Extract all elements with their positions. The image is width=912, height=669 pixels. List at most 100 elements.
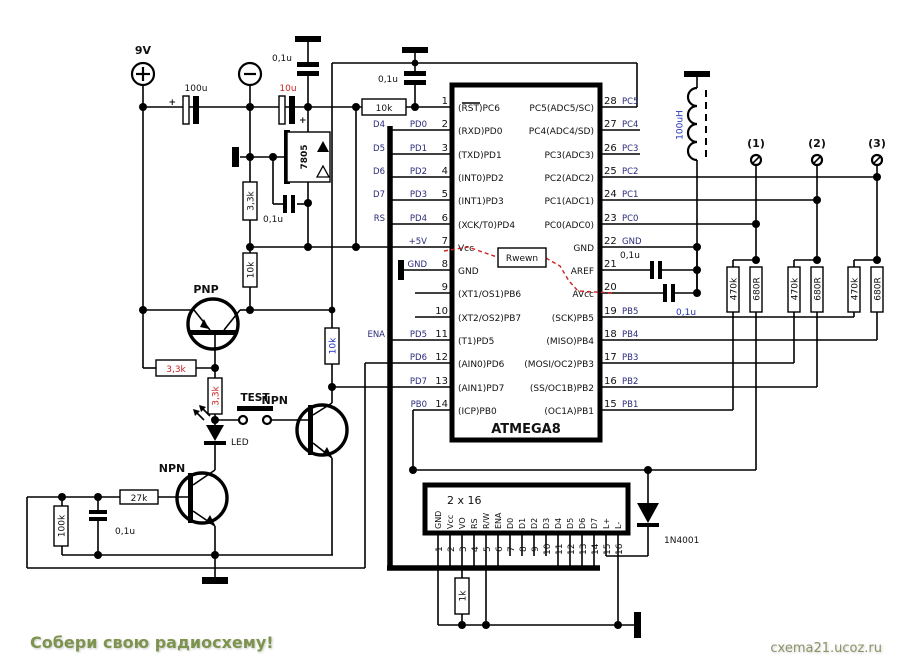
svg-text:8: 8 — [519, 546, 529, 552]
pin-number: 22 — [604, 236, 617, 247]
cap-100u-polarity: + — [168, 98, 176, 108]
cap-avcc-label: 0,1u — [676, 308, 696, 318]
svg-text:D6: D6 — [578, 518, 587, 529]
svg-text:7: 7 — [507, 546, 517, 552]
resistor-div-bot — [242, 252, 258, 288]
pin-number: 5 — [442, 189, 448, 200]
npn-emitter-arrow-icon — [322, 447, 332, 457]
svg-text:4: 4 — [471, 546, 481, 552]
svg-text:1: 1 — [435, 546, 445, 552]
led-label: LED — [231, 438, 249, 448]
svg-text:9: 9 — [531, 546, 541, 552]
ground-bar-icon — [634, 612, 641, 638]
pin-number: 7 — [442, 236, 448, 247]
pin-net-label: GND — [408, 260, 428, 270]
pin-inner-label: (RST)PC6 — [458, 104, 500, 114]
pin-number: 21 — [604, 259, 617, 270]
cap-5v-top-label: 0,1u — [272, 54, 292, 64]
pin-inner-label: (XT1/OS1)PB6 — [458, 290, 521, 300]
probe-connectors[interactable]: (1) (2) (3) — [747, 137, 886, 167]
diode-label: 1N4001 — [664, 536, 699, 546]
ground-bar-icon — [202, 577, 228, 584]
resistor-rst-pullup-label: 10k — [376, 104, 393, 114]
pin-inner-label: (RXD)PD0 — [458, 127, 503, 137]
npn-right-label: NPN — [262, 394, 288, 407]
pin-number: 10 — [435, 306, 448, 317]
connector-1-terminal[interactable] — [749, 153, 763, 167]
svg-text:RS: RS — [470, 518, 479, 529]
led-ray-icon — [199, 405, 206, 412]
pin-net-label: PB1 — [622, 400, 638, 410]
pin-number: 2 — [442, 119, 448, 130]
battery-voltage-label: 9V — [135, 44, 152, 57]
cap-out-label: 0,1u — [263, 215, 283, 225]
resistor-led-series — [207, 377, 223, 415]
resistor-470k-label: 470k — [791, 277, 801, 300]
svg-text:D4: D4 — [554, 518, 563, 529]
svg-text:D5: D5 — [566, 518, 575, 529]
lcd-pin-labels: GND Vcc VO RS R/W ENA D0 D1 D2 D3 D4 D5 … — [434, 511, 623, 529]
pin-inner-label: GND — [573, 244, 594, 254]
pin-net-label: PD1 — [410, 144, 427, 154]
pin-number: 23 — [604, 213, 617, 224]
pin-number: 3 — [442, 143, 448, 154]
regulator-label: 7805 — [300, 144, 310, 169]
svg-text:D2: D2 — [530, 518, 539, 529]
pin-number: 25 — [604, 166, 617, 177]
resistor-680r-label: 680R — [753, 277, 763, 300]
connector-3-terminal[interactable] — [870, 153, 884, 167]
test-button-terminal[interactable] — [261, 414, 273, 426]
pin-inner-label: (XCK/T0)PD4 — [458, 221, 515, 231]
resistor-rst-pullup — [361, 98, 407, 116]
pin-net-label: PB4 — [622, 330, 638, 340]
inductor-label: 100uH — [676, 110, 686, 140]
pin-net-label: PD4 — [410, 214, 427, 224]
npn-transistor-right — [295, 403, 349, 457]
resistor-div-top-label: 3,3k — [247, 190, 257, 210]
svg-text:12: 12 — [567, 544, 577, 555]
pin-net-label: PD6 — [410, 353, 427, 363]
pin-net-label: PC4 — [622, 120, 638, 130]
svg-text:11: 11 — [555, 544, 565, 555]
pin-number: 18 — [604, 329, 617, 340]
battery-minus-terminal-icon — [237, 61, 263, 87]
npn-emitter-arrow-icon — [205, 515, 215, 525]
battery-plus-terminal-icon — [130, 61, 156, 87]
test-button-terminal[interactable] — [237, 414, 249, 426]
pin-number: 15 — [604, 399, 617, 410]
pin-inner-label: PC5(ADC5/SC) — [529, 104, 594, 114]
pin-inner-label: (INT1)PD3 — [458, 197, 504, 207]
pin-inner-label: (ICP)PB0 — [458, 407, 497, 417]
arrow-up-outline-icon — [315, 164, 331, 178]
lcd-pin-numbers: 1 2 3 4 5 6 7 8 9 10 11 12 13 14 15 16 — [435, 543, 625, 555]
pin-number: 13 — [435, 376, 448, 387]
pin-inner-label: GND — [458, 267, 479, 277]
pin-net-label: PB3 — [622, 353, 638, 363]
connector-2-terminal[interactable] — [810, 153, 824, 167]
site-url[interactable]: cxema21.ucoz.ru — [770, 641, 882, 656]
pin-net-label: PD0 — [410, 120, 427, 130]
svg-text:R/W: R/W — [482, 513, 491, 529]
pin-number: 14 — [435, 399, 448, 410]
bus-label-rs: RS — [374, 214, 385, 224]
pin-number: 28 — [604, 96, 617, 107]
pin-net-label: PB0 — [411, 400, 427, 410]
npn-bottom-label: NPN — [159, 462, 185, 475]
test-button-actuator[interactable] — [237, 406, 273, 411]
svg-text:GND: GND — [434, 511, 443, 529]
connector-2-label: (2) — [808, 137, 826, 150]
pin-inner-label: PC3(ADC3) — [544, 151, 594, 161]
site-slogan: Собери свою радиосхему! — [30, 633, 274, 652]
power-section: 9V 100u + 10u + 0,1u 7805 0,1u 3,3k 10k — [130, 36, 428, 288]
cap-10u-polarity: + — [299, 116, 307, 126]
svg-text:Vcc: Vcc — [446, 515, 455, 529]
divider-resistors: 470k 680R 470k 680R 470k 680R — [726, 266, 884, 313]
wires — [26, 42, 878, 626]
bus-label-d4: D4 — [373, 120, 385, 130]
junction-dots — [58, 59, 881, 629]
pin-net-label: PD5 — [410, 330, 427, 340]
cap-100u-plate — [182, 95, 190, 125]
pnp-label: PNP — [193, 283, 218, 296]
resistor-pnp-base — [155, 359, 197, 377]
